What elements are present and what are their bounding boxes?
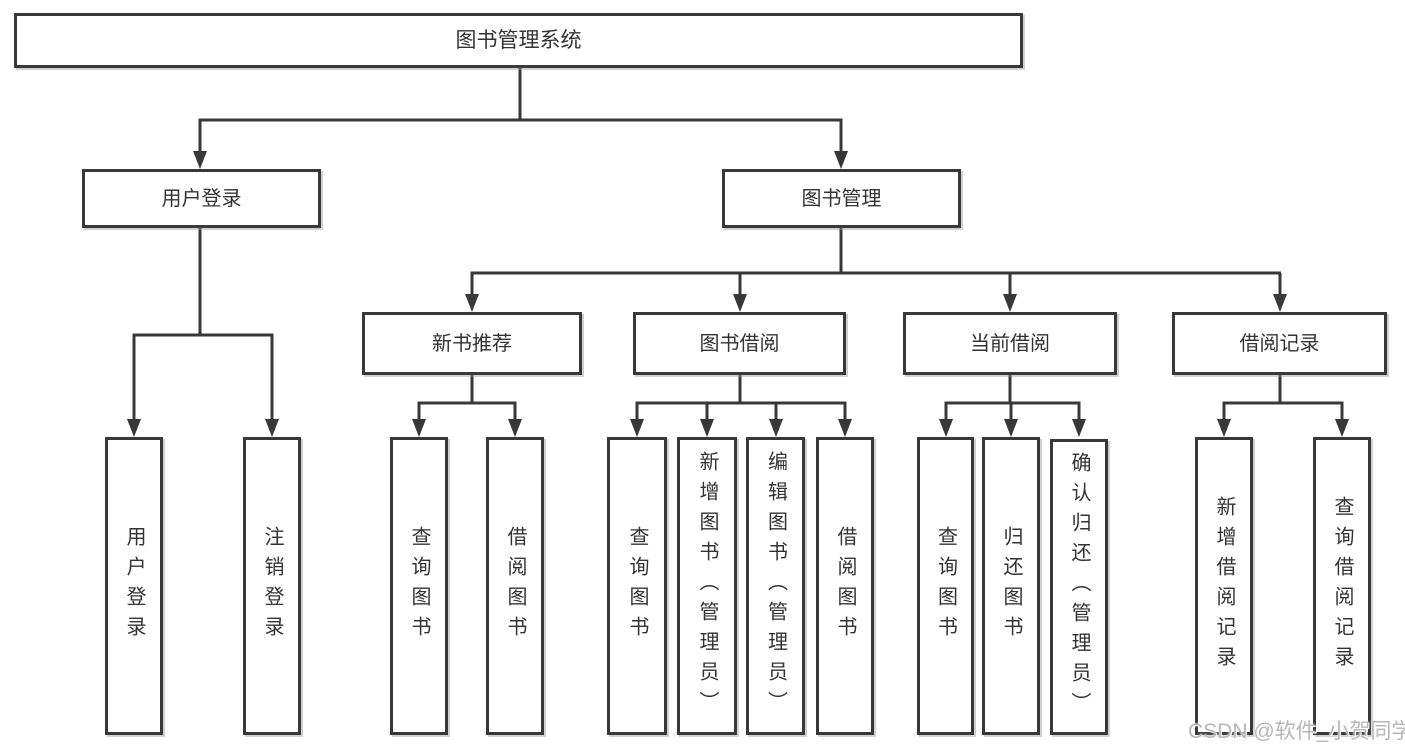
- csdn-watermark: CSDN @软件_小贺同学: [1188, 720, 1405, 743]
- leaf-current-confirm-return: 确认归还（管理员）: [1050, 439, 1108, 735]
- leaf-borrowing-query-books: 查询图书: [607, 437, 667, 735]
- leaf-records-add-record-label: 新增借阅记录: [1213, 496, 1235, 676]
- node-book-management: 图书管理: [722, 169, 961, 228]
- node-new-book-recommend-label: 新书推荐: [432, 332, 512, 355]
- leaf-records-query-record-label: 查询借阅记录: [1331, 496, 1353, 676]
- leaf-user-login-label: 用户登录: [123, 526, 145, 646]
- leaf-recommend-query-books: 查询图书: [390, 437, 448, 735]
- node-book-borrowing: 图书借阅: [633, 312, 846, 375]
- leaf-user-login: 用户登录: [105, 437, 163, 735]
- node-root-system: 图书管理系统: [14, 13, 1023, 68]
- leaf-logout-login: 注销登录: [243, 437, 301, 735]
- leaf-borrowing-borrow-books: 借阅图书: [816, 437, 874, 735]
- leaf-logout-login-label: 注销登录: [261, 526, 283, 646]
- node-book-management-label: 图书管理: [801, 187, 882, 210]
- leaf-recommend-query-books-label: 查询图书: [408, 526, 430, 646]
- node-book-borrowing-label: 图书借阅: [699, 332, 780, 355]
- leaf-current-return-books-label: 归还图书: [1000, 526, 1022, 646]
- leaf-recommend-borrow-books: 借阅图书: [486, 437, 544, 735]
- leaf-current-confirm-return-label: 确认归还（管理员）: [1068, 452, 1090, 722]
- node-root-label: 图书管理系统: [455, 29, 582, 52]
- leaf-borrowing-edit-books-label: 编辑图书（管理员）: [764, 451, 787, 721]
- leaf-current-return-books: 归还图书: [982, 437, 1040, 735]
- leaf-borrowing-add-books: 新增图书（管理员）: [677, 437, 737, 735]
- node-borrowing-records: 借阅记录: [1172, 312, 1387, 375]
- leaf-records-query-record: 查询借阅记录: [1313, 437, 1371, 735]
- node-user-login: 用户登录: [82, 169, 321, 228]
- leaf-recommend-borrow-books-label: 借阅图书: [504, 526, 526, 646]
- leaf-borrowing-borrow-books-label: 借阅图书: [834, 526, 856, 646]
- leaf-borrowing-edit-books: 编辑图书（管理员）: [746, 437, 805, 735]
- leaf-borrowing-add-books-label: 新增图书（管理员）: [696, 451, 718, 721]
- leaf-records-add-record: 新增借阅记录: [1195, 437, 1253, 735]
- leaf-borrowing-query-books-label: 查询图书: [626, 526, 648, 646]
- node-current-borrowing-label: 当前借阅: [970, 332, 1050, 355]
- leaf-current-query-books: 查询图书: [917, 437, 974, 735]
- node-borrowing-records-label: 借阅记录: [1239, 332, 1320, 355]
- node-user-login-label: 用户登录: [161, 187, 242, 210]
- node-current-borrowing: 当前借阅: [903, 312, 1117, 375]
- leaf-current-query-books-label: 查询图书: [934, 526, 957, 646]
- node-new-book-recommend: 新书推荐: [362, 312, 582, 375]
